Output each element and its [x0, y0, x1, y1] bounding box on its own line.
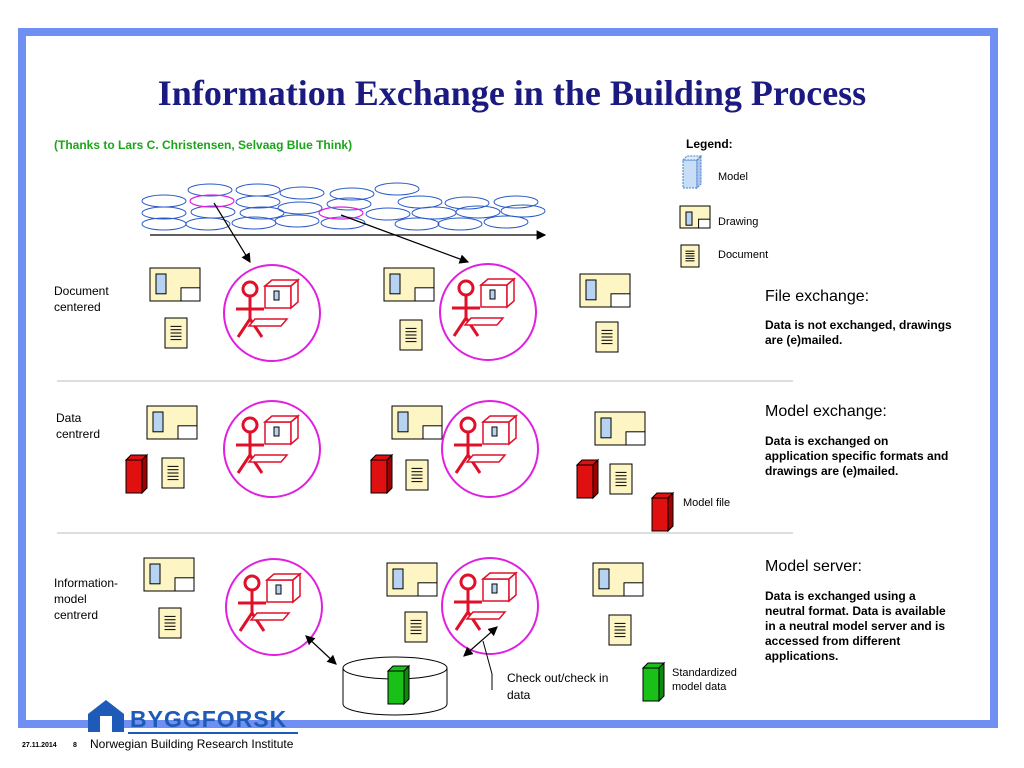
- model-server-description: Data is exchanged using a neutral format…: [765, 589, 946, 663]
- standardized-model-icon: [386, 664, 411, 706]
- model-file-icon: [575, 458, 600, 500]
- model-exchange-description: Data is exchanged on application specifi…: [765, 434, 949, 478]
- drawing-icon: [391, 405, 443, 440]
- drawing-icon: [143, 557, 195, 592]
- user-circle: [441, 557, 539, 655]
- document-icon: [595, 321, 619, 353]
- row-label-document-centered: Document centered: [54, 284, 109, 314]
- user-circle: [441, 400, 539, 498]
- row-label-information-model-centered: Information- model centrerd: [54, 576, 119, 622]
- model-file-icon: [369, 453, 394, 495]
- model-file-icon: [124, 453, 149, 495]
- legend-model-icon: [681, 154, 703, 190]
- standardized-model-label: Standardized model data: [672, 667, 737, 693]
- slide-title: Information Exchange in the Building Pro…: [157, 73, 867, 113]
- model-exchange-heading: Model exchange:: [765, 403, 887, 420]
- ellipse-cloud: [141, 182, 546, 231]
- credit-text: (Thanks to Lars C. Christensen, Selvaag …: [54, 138, 353, 152]
- exchange-arrow: [305, 635, 337, 665]
- footer-institute: Norwegian Building Research Institute: [90, 737, 294, 751]
- legend-model-label: Model: [718, 171, 748, 183]
- legend-document-label: Document: [718, 249, 769, 261]
- drawing-icon: [383, 267, 435, 302]
- document-icon: [161, 457, 185, 489]
- drawing-icon: [594, 411, 646, 446]
- slide-frame: [18, 28, 998, 728]
- document-icon: [164, 317, 188, 349]
- check-out-label: Check out/check in data: [507, 671, 609, 702]
- user-circle: [225, 558, 323, 656]
- legend-drawing-label: Drawing: [718, 216, 759, 228]
- file-exchange-description: Data is not exchanged, drawings are (e)m…: [765, 318, 952, 347]
- footer-page-number: 8: [73, 742, 77, 749]
- model-file-label: Model file: [683, 497, 731, 509]
- drawing-icon: [579, 273, 631, 308]
- document-icon: [399, 319, 423, 351]
- model-server-database: [342, 656, 448, 716]
- drawing-icon: [592, 562, 644, 597]
- document-icon: [158, 607, 182, 639]
- document-icon: [680, 244, 700, 268]
- drawing-icon: [679, 205, 711, 229]
- byggforsk-logo-text: BYGGFORSK: [130, 706, 288, 732]
- document-icon: [405, 459, 429, 491]
- pointer-arrow: [340, 214, 470, 264]
- legend-heading: Legend:: [686, 137, 733, 151]
- model-file-icon: [650, 491, 675, 533]
- callout-line: [482, 640, 493, 690]
- standardized-model-icon: [641, 661, 666, 703]
- document-icon: [608, 614, 632, 646]
- drawing-icon: [149, 267, 201, 302]
- byggforsk-logo-icon: [88, 700, 124, 732]
- highlighted-ellipse: [189, 194, 235, 208]
- pointer-arrow: [213, 202, 251, 264]
- document-icon: [404, 611, 428, 643]
- exchange-arrow: [463, 626, 498, 657]
- document-icon: [609, 463, 633, 495]
- user-circle: [439, 263, 537, 361]
- user-circle: [223, 264, 321, 362]
- drawing-icon: [386, 562, 438, 597]
- user-circle: [223, 400, 321, 498]
- footer-date: 27.11.2014: [22, 742, 57, 749]
- file-exchange-heading: File exchange:: [765, 288, 870, 305]
- row-label-data-centered: Data centrerd: [56, 411, 101, 441]
- drawing-icon: [146, 405, 198, 440]
- model-server-heading: Model server:: [765, 558, 862, 575]
- highlighted-ellipse: [318, 206, 364, 220]
